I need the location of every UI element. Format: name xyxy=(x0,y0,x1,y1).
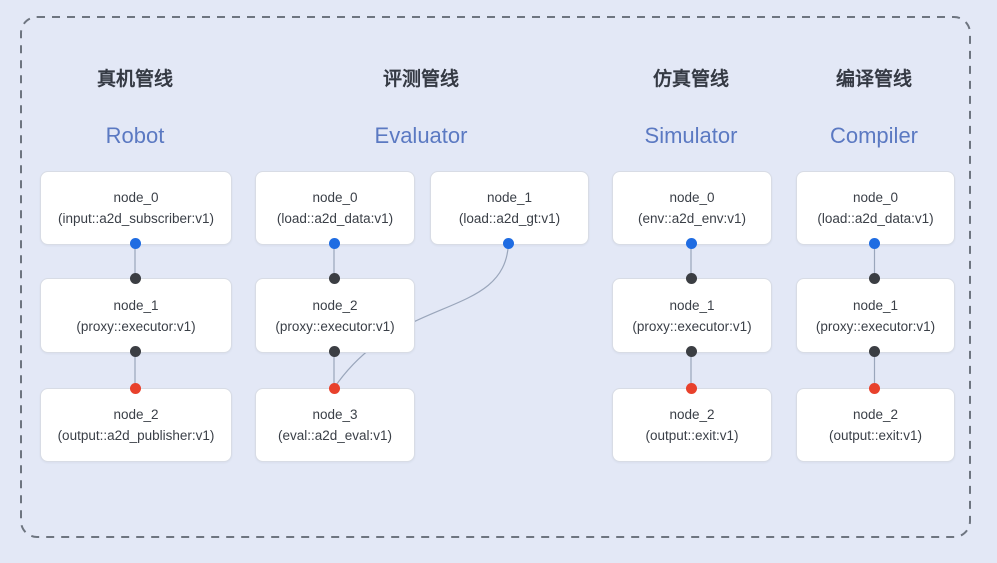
black-port-dot xyxy=(685,345,697,357)
node-box-robot-2: node_2 (output::a2d_publisher:v1) xyxy=(40,388,232,462)
node-type: (eval::a2d_eval:v1) xyxy=(277,428,393,443)
connector-line xyxy=(134,243,876,388)
node-type: (proxy::executor:v1) xyxy=(632,318,752,334)
node-type: (load::a2d_data:v1) xyxy=(276,211,394,226)
blue-port-dot xyxy=(503,237,514,249)
node-name: node_0 xyxy=(312,190,358,205)
column-title-compiler: 编译管线 xyxy=(835,69,913,90)
blue-port-dot xyxy=(685,237,697,249)
node-name: node_2 xyxy=(852,407,899,422)
black-port-dot xyxy=(685,272,697,284)
node-name: node_1 xyxy=(113,297,159,313)
node-name: node_0 xyxy=(113,190,159,205)
column-subtitle-compiler: Compiler xyxy=(829,123,919,148)
column-subtitle-simulator: Simulator xyxy=(644,123,738,148)
node-box-simulator-0: node_0 (env::a2d_env:v1) xyxy=(612,171,772,245)
black-port-dot xyxy=(328,345,340,357)
node-type: (proxy::executor:v1) xyxy=(275,318,395,334)
node-box-evaluator-3: node_3 (eval::a2d_eval:v1) xyxy=(255,388,415,462)
node-box-compiler-2: node_2 (output::exit:v1) xyxy=(796,388,955,462)
column-subtitle-evaluator: Evaluator xyxy=(374,123,468,148)
column-title-evaluator: 评测管线 xyxy=(382,69,460,90)
red-port-dot xyxy=(685,382,697,394)
column-title-robot: 真机管线 xyxy=(96,69,174,90)
red-port-dot xyxy=(869,382,880,394)
node-type: (output::exit:v1) xyxy=(645,428,739,443)
node-box-evaluator-2: node_2 (proxy::executor:v1) xyxy=(255,278,415,353)
black-port-dot xyxy=(129,272,141,284)
red-port-dot xyxy=(328,382,340,394)
column-subtitle-robot: Robot xyxy=(105,123,165,148)
node-box-robot-1: node_1 (proxy::executor:v1) xyxy=(40,278,232,353)
black-port-dot xyxy=(869,345,880,357)
node-name: node_2 xyxy=(669,407,715,422)
node-box-simulator-1: node_1 (proxy::executor:v1) xyxy=(612,278,772,353)
node-type: (output::exit:v1) xyxy=(828,428,923,443)
node-type: (proxy::executor:v1) xyxy=(815,318,936,334)
node-box-evaluator-1: node_1 (load::a2d_gt:v1) xyxy=(430,171,589,245)
connector-curve xyxy=(333,242,510,389)
node-box-compiler-1: node_1 (proxy::executor:v1) xyxy=(796,278,955,353)
node-box-compiler-0: node_0 (load::a2d_data:v1) xyxy=(796,171,955,245)
node-type: (output::a2d_publisher:v1) xyxy=(57,428,215,443)
node-name: node_1 xyxy=(669,297,715,313)
node-name: node_1 xyxy=(486,190,533,205)
black-port-dot xyxy=(869,272,880,284)
node-type: (load::a2d_data:v1) xyxy=(817,211,934,226)
node-type: (input::a2d_subscriber:v1) xyxy=(57,211,215,226)
red-port-dot xyxy=(129,382,141,394)
node-type: (env::a2d_env:v1) xyxy=(637,211,747,226)
node-name: node_2 xyxy=(113,407,159,422)
column-title-simulator: 仿真管线 xyxy=(652,69,730,90)
blue-port-dot xyxy=(328,237,340,249)
node-name: node_0 xyxy=(669,190,715,205)
black-port-dot xyxy=(129,345,141,357)
node-box-simulator-2: node_2 (output::exit:v1) xyxy=(612,388,772,462)
node-box-evaluator-0: node_0 (load::a2d_data:v1) xyxy=(255,171,415,245)
black-port-dot xyxy=(328,272,340,284)
node-name: node_0 xyxy=(852,190,899,205)
node-name: node_2 xyxy=(312,297,358,313)
dashed-frame xyxy=(20,16,971,538)
node-name: node_3 xyxy=(312,407,358,422)
blue-port-dot xyxy=(869,237,880,249)
blue-port-dot xyxy=(129,237,141,249)
node-type: (proxy::executor:v1) xyxy=(76,318,196,334)
node-box-robot-0: node_0 (input::a2d_subscriber:v1) xyxy=(40,171,232,245)
node-type: (load::a2d_gt:v1) xyxy=(458,211,561,226)
node-name: node_1 xyxy=(852,297,899,313)
